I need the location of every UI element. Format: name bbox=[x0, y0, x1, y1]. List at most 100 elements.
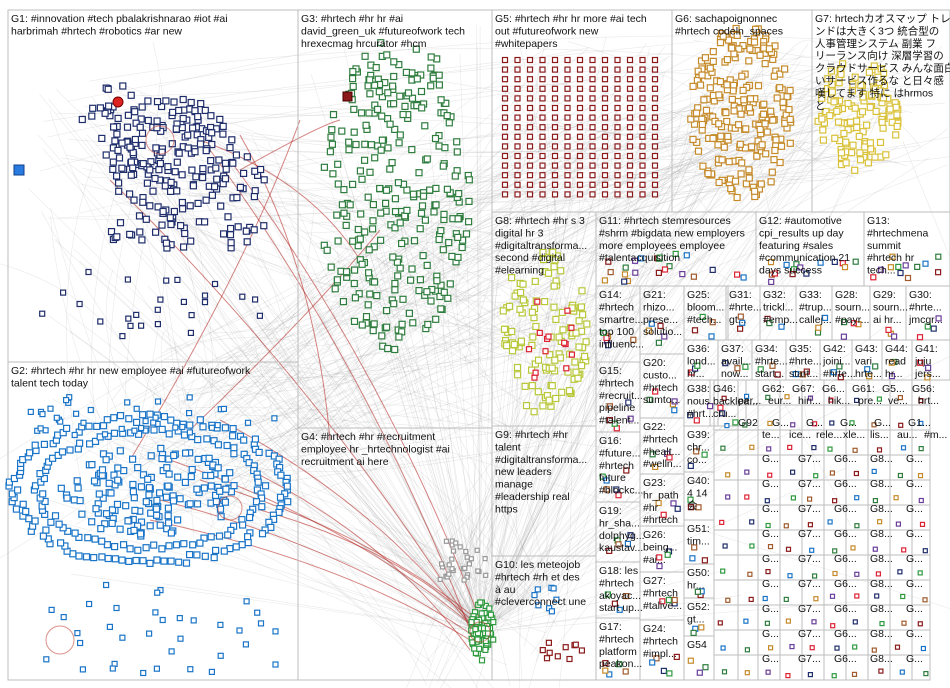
group-label-line: #tech... bbox=[687, 314, 721, 326]
g6-node bbox=[765, 45, 774, 53]
g2-node bbox=[31, 441, 39, 449]
strong-edge bbox=[199, 139, 361, 261]
group-label-line: G27: bbox=[643, 575, 666, 587]
g5-node bbox=[639, 95, 646, 102]
edge bbox=[560, 161, 709, 309]
g2-node bbox=[162, 493, 170, 501]
g2-node bbox=[230, 482, 238, 490]
g3-node bbox=[403, 206, 411, 214]
g2-node bbox=[93, 422, 101, 430]
group-label-line: #recruit... bbox=[599, 390, 643, 402]
edge bbox=[312, 349, 533, 608]
g1-node bbox=[187, 237, 195, 245]
g2-node bbox=[163, 464, 171, 472]
g2-node bbox=[164, 504, 172, 512]
g2-node bbox=[220, 547, 228, 555]
edge bbox=[39, 94, 481, 633]
small-group-node bbox=[922, 260, 929, 267]
group-label: G22:#hrtech#healt...#welln... bbox=[643, 421, 682, 470]
g7-node bbox=[842, 138, 850, 146]
small-group-node bbox=[737, 313, 744, 320]
g2-node bbox=[119, 634, 126, 641]
g1-isolate-node bbox=[13, 164, 25, 176]
g1-node bbox=[159, 207, 167, 216]
mini-group-label: G... bbox=[806, 417, 823, 429]
g2-node bbox=[85, 422, 93, 430]
g5-node bbox=[564, 124, 571, 131]
edge bbox=[53, 238, 481, 633]
edge bbox=[425, 137, 820, 663]
g3-node bbox=[453, 148, 461, 156]
g2-node bbox=[244, 419, 252, 426]
edge bbox=[419, 78, 773, 628]
g6-node bbox=[750, 187, 759, 195]
g6-node bbox=[694, 67, 702, 75]
g2-node bbox=[78, 510, 86, 518]
g3-node bbox=[396, 92, 404, 100]
group-label: G54 bbox=[687, 639, 707, 651]
g3-node bbox=[333, 276, 341, 284]
mini-group-node bbox=[871, 422, 877, 428]
g1-node bbox=[164, 163, 172, 171]
g7-node bbox=[818, 94, 826, 102]
g6-node bbox=[737, 170, 745, 178]
edge bbox=[230, 216, 481, 633]
g5-node bbox=[589, 76, 596, 83]
g5-node bbox=[551, 66, 559, 73]
g4-node bbox=[472, 625, 479, 633]
edge bbox=[499, 247, 542, 588]
g10-node bbox=[534, 586, 541, 593]
g5-node bbox=[601, 181, 609, 188]
g1-node bbox=[154, 306, 161, 313]
g7-node bbox=[856, 156, 865, 164]
mini-group-node bbox=[717, 620, 723, 626]
g2-node bbox=[111, 555, 120, 563]
edge bbox=[144, 186, 481, 633]
g5-node bbox=[539, 66, 546, 73]
mini-group-node bbox=[874, 593, 880, 599]
mini-group-node bbox=[871, 468, 877, 474]
mini-group-node bbox=[813, 596, 819, 602]
g1-node bbox=[167, 220, 175, 229]
edge bbox=[318, 295, 521, 339]
g7-node bbox=[888, 118, 896, 126]
edge bbox=[479, 317, 897, 633]
edge bbox=[263, 362, 503, 427]
g2-node bbox=[39, 532, 48, 540]
g6-node bbox=[769, 116, 777, 124]
mini-group-node bbox=[851, 671, 858, 678]
g6-node bbox=[727, 185, 735, 193]
g3-node bbox=[409, 319, 417, 327]
g1-node bbox=[215, 156, 223, 164]
small-group-node bbox=[902, 262, 909, 269]
g1-node bbox=[97, 318, 104, 325]
g1-node bbox=[199, 165, 207, 173]
g2-node bbox=[12, 505, 20, 513]
small-group-node bbox=[887, 264, 895, 271]
edge bbox=[205, 74, 837, 451]
g3-node bbox=[369, 217, 377, 225]
g3-node bbox=[349, 67, 357, 76]
g7-node bbox=[819, 126, 827, 134]
edge bbox=[581, 40, 901, 359]
group-label-line: G25: bbox=[687, 289, 710, 301]
group-label-line: smartre... bbox=[599, 314, 643, 326]
g1-node bbox=[131, 135, 139, 144]
g10-node bbox=[548, 608, 556, 615]
edge bbox=[69, 331, 481, 633]
g5-node bbox=[639, 114, 646, 121]
group-label: G19:hr_sha...dolphyg...kaustav... bbox=[599, 505, 645, 554]
g5-node bbox=[639, 76, 646, 83]
edge bbox=[479, 229, 540, 633]
g7-node bbox=[824, 75, 832, 83]
mini-group-node bbox=[807, 671, 814, 678]
g2-node bbox=[85, 440, 94, 448]
mini-group-node bbox=[922, 548, 928, 554]
group-label-line: #digitaltransforma... bbox=[495, 454, 587, 466]
edge bbox=[209, 145, 793, 445]
g4-node bbox=[476, 645, 483, 652]
mini-group-node bbox=[854, 593, 860, 599]
g6-node bbox=[732, 24, 740, 33]
